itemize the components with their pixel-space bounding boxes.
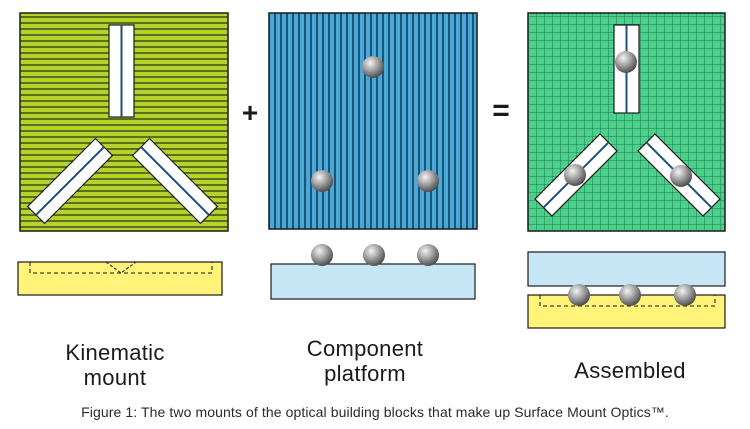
assembled-side [527,251,726,329]
assembled-ball-top [615,51,637,73]
assembled-ball-side-1 [568,284,590,306]
groove-right [131,137,219,225]
assembled-ball-side-3 [674,284,696,306]
ball-side-1 [311,244,333,266]
component-label-line1: Component [306,336,424,361]
component-label-line2: platform [324,361,406,386]
figure-caption: Figure 1: The two mounts of the optical … [81,404,669,420]
kinematic-mount-side [17,261,223,296]
assembled-ball-left [564,164,586,186]
assembled-label: Assembled [535,358,725,383]
component-platform-label: Component platform [270,336,460,386]
assembled-label-text: Assembled [574,358,686,383]
ball-right [417,170,439,192]
assembled-ball-right [670,165,692,187]
assembled-ball-side-2 [619,284,641,306]
ball-side-2 [363,244,385,266]
kinematic-mount-label: Kinematic mount [30,340,200,390]
component-platform-top [268,12,478,230]
kinematic-label-line1: Kinematic [65,340,165,365]
kinematic-label-line2: mount [83,365,147,390]
ball-left [311,170,333,192]
equals-operator: = [492,94,510,127]
component-platform-side [270,244,476,300]
assembled-top [527,12,726,232]
ball-top [362,56,384,78]
kinematic-mount-top [19,12,229,232]
plus-operator: + [242,97,258,128]
groove-vertical [108,24,135,118]
groove-left [26,137,114,225]
ball-side-3 [417,244,439,266]
